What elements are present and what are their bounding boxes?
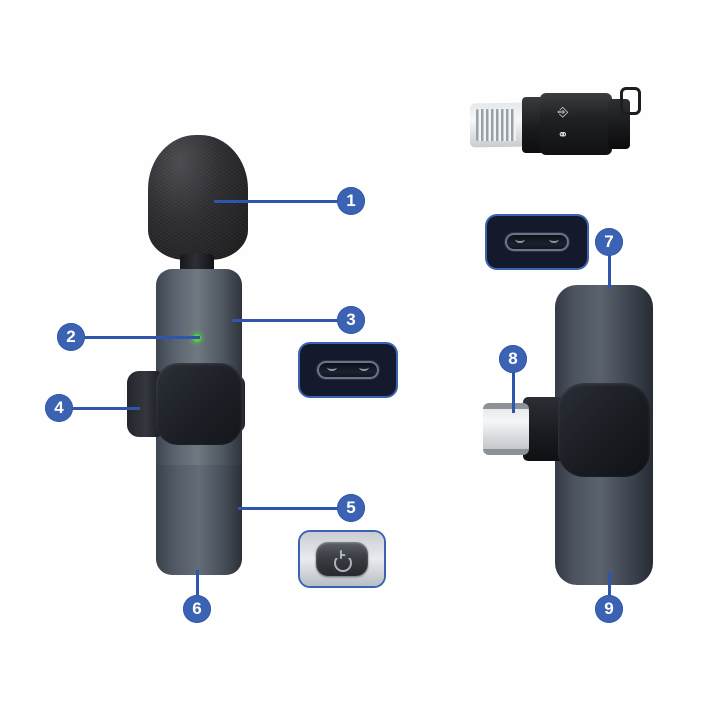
lightning-collar <box>522 97 544 153</box>
leader-line-7 <box>608 255 611 289</box>
usb-c-plug-top-lip <box>483 403 529 409</box>
leader-line-4 <box>72 407 140 410</box>
back-clip <box>127 371 161 437</box>
lightning-contact-pins <box>476 109 516 141</box>
leader-line-6 <box>196 570 199 598</box>
wireless-receiver <box>475 285 665 595</box>
receiver-front-panel <box>558 383 650 477</box>
usb-c-plug-bottom-lip <box>483 449 529 455</box>
microphone-neck <box>180 254 214 272</box>
microphone-icon: ⎆ <box>557 105 569 120</box>
callout-badge-8[interactable]: 8 <box>499 345 527 373</box>
lanyard-loop-icon <box>620 87 641 115</box>
callout-badge-5[interactable]: 5 <box>337 494 365 522</box>
callout-badge-3[interactable]: 3 <box>337 306 365 334</box>
leader-line-3 <box>232 319 342 322</box>
leader-line-1 <box>214 200 342 203</box>
usb-c-plug <box>483 403 529 455</box>
callout-badge-7[interactable]: 7 <box>595 228 623 256</box>
lavalier-microphone-transmitter <box>120 135 300 575</box>
callout-badge-4[interactable]: 4 <box>45 394 73 422</box>
usb-c-port-icon <box>317 361 379 379</box>
leader-line-9 <box>608 572 611 598</box>
lightning-adapter: ⎆ ⚭ <box>470 85 641 165</box>
usb-c-port-icon <box>505 233 569 251</box>
leader-line-8 <box>512 371 515 413</box>
transmitter-front-panel <box>156 363 242 445</box>
headphone-icon: ⚭ <box>557 128 569 143</box>
leader-line-2 <box>84 336 200 339</box>
callout-badge-2[interactable]: 2 <box>57 323 85 351</box>
usb-c-port-detail-inset-right <box>487 216 587 268</box>
transmitter-body-lower <box>156 465 242 575</box>
power-button-detail-inset <box>300 532 384 586</box>
callout-badge-6[interactable]: 6 <box>183 595 211 623</box>
leader-line-5 <box>238 507 342 510</box>
power-button <box>315 542 369 576</box>
callout-badge-9[interactable]: 9 <box>595 595 623 623</box>
power-icon <box>333 550 351 568</box>
adapter-icon-group: ⎆ ⚭ <box>550 101 576 147</box>
callout-badge-1[interactable]: 1 <box>337 187 365 215</box>
usb-c-port-detail-inset-middle <box>300 344 396 396</box>
microphone-foam-windscreen <box>148 135 248 260</box>
adapter-housing <box>540 93 612 155</box>
